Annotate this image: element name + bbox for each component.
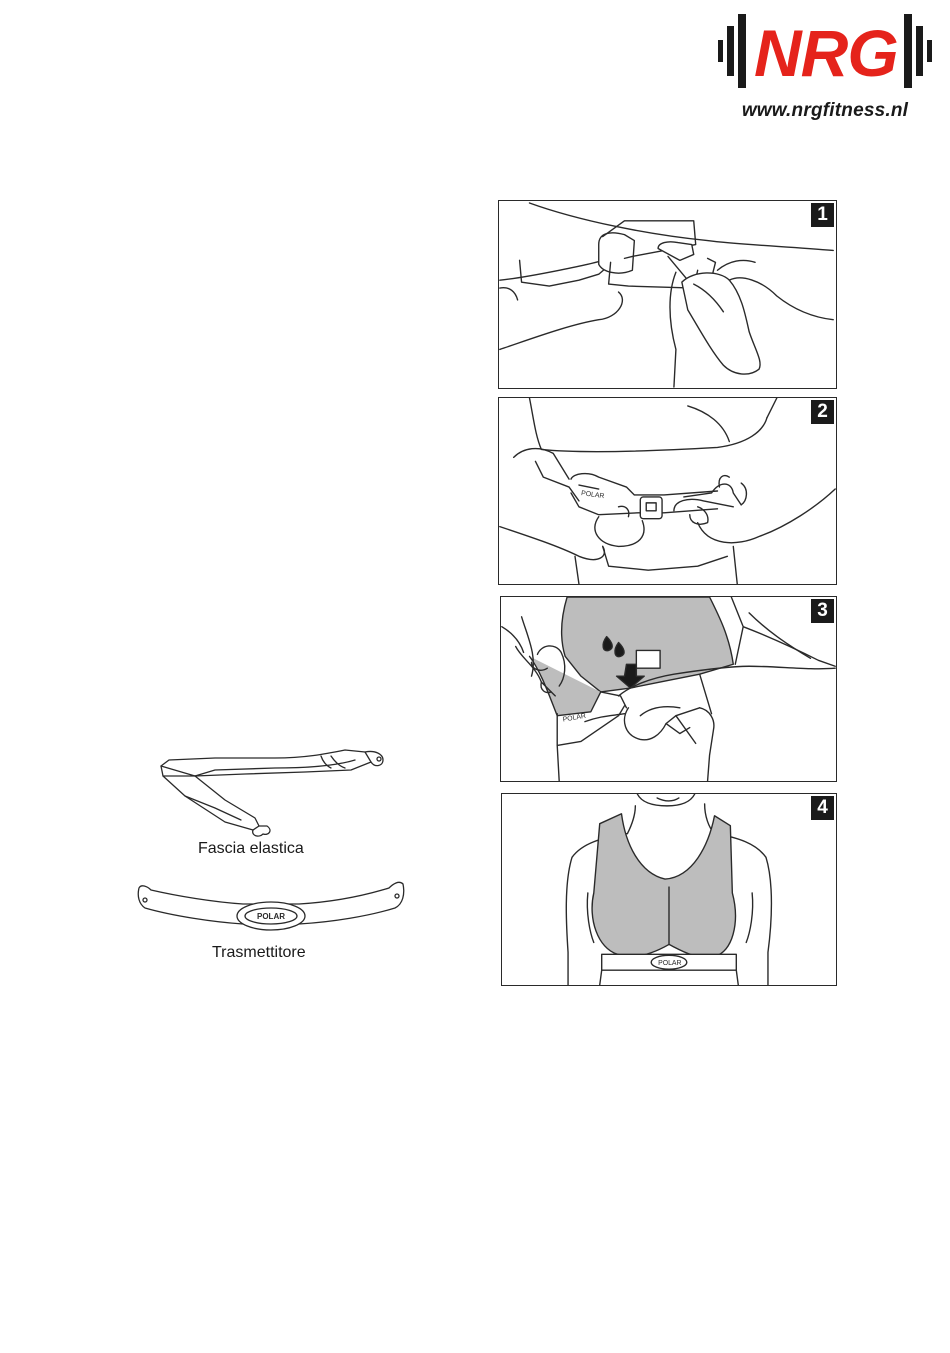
step-2-illustration: POLAR: [499, 398, 836, 584]
step-4-illustration: POLAR: [502, 794, 836, 985]
transmitter-brand: POLAR: [257, 912, 285, 921]
step-3-illustration: POLAR: [501, 597, 836, 781]
svg-text:POLAR: POLAR: [658, 960, 681, 967]
step-1-panel: 1: [498, 200, 837, 389]
step-2-panel: POLAR 2: [498, 397, 837, 585]
step-number-badge: 3: [811, 599, 834, 623]
elastic-strap-label: Fascia elastica: [198, 840, 304, 858]
brand-name: NRG: [754, 18, 896, 88]
step-number-badge: 2: [811, 400, 834, 424]
transmitter-label: Trasmettitore: [212, 944, 306, 962]
transmitter-image: POLAR: [133, 878, 409, 938]
step-4-panel: POLAR 4: [501, 793, 837, 986]
step-3-panel: POLAR 3: [500, 596, 837, 782]
step-number-badge: 1: [811, 203, 834, 227]
step-1-illustration: [499, 201, 836, 388]
elastic-strap-image: [155, 748, 390, 840]
svg-text:POLAR: POLAR: [581, 490, 605, 500]
step-number-badge: 4: [811, 796, 834, 820]
website-url[interactable]: www.nrgfitness.nl: [716, 100, 934, 122]
nrg-logo[interactable]: NRG www.nrgfitness.nl: [716, 8, 934, 126]
